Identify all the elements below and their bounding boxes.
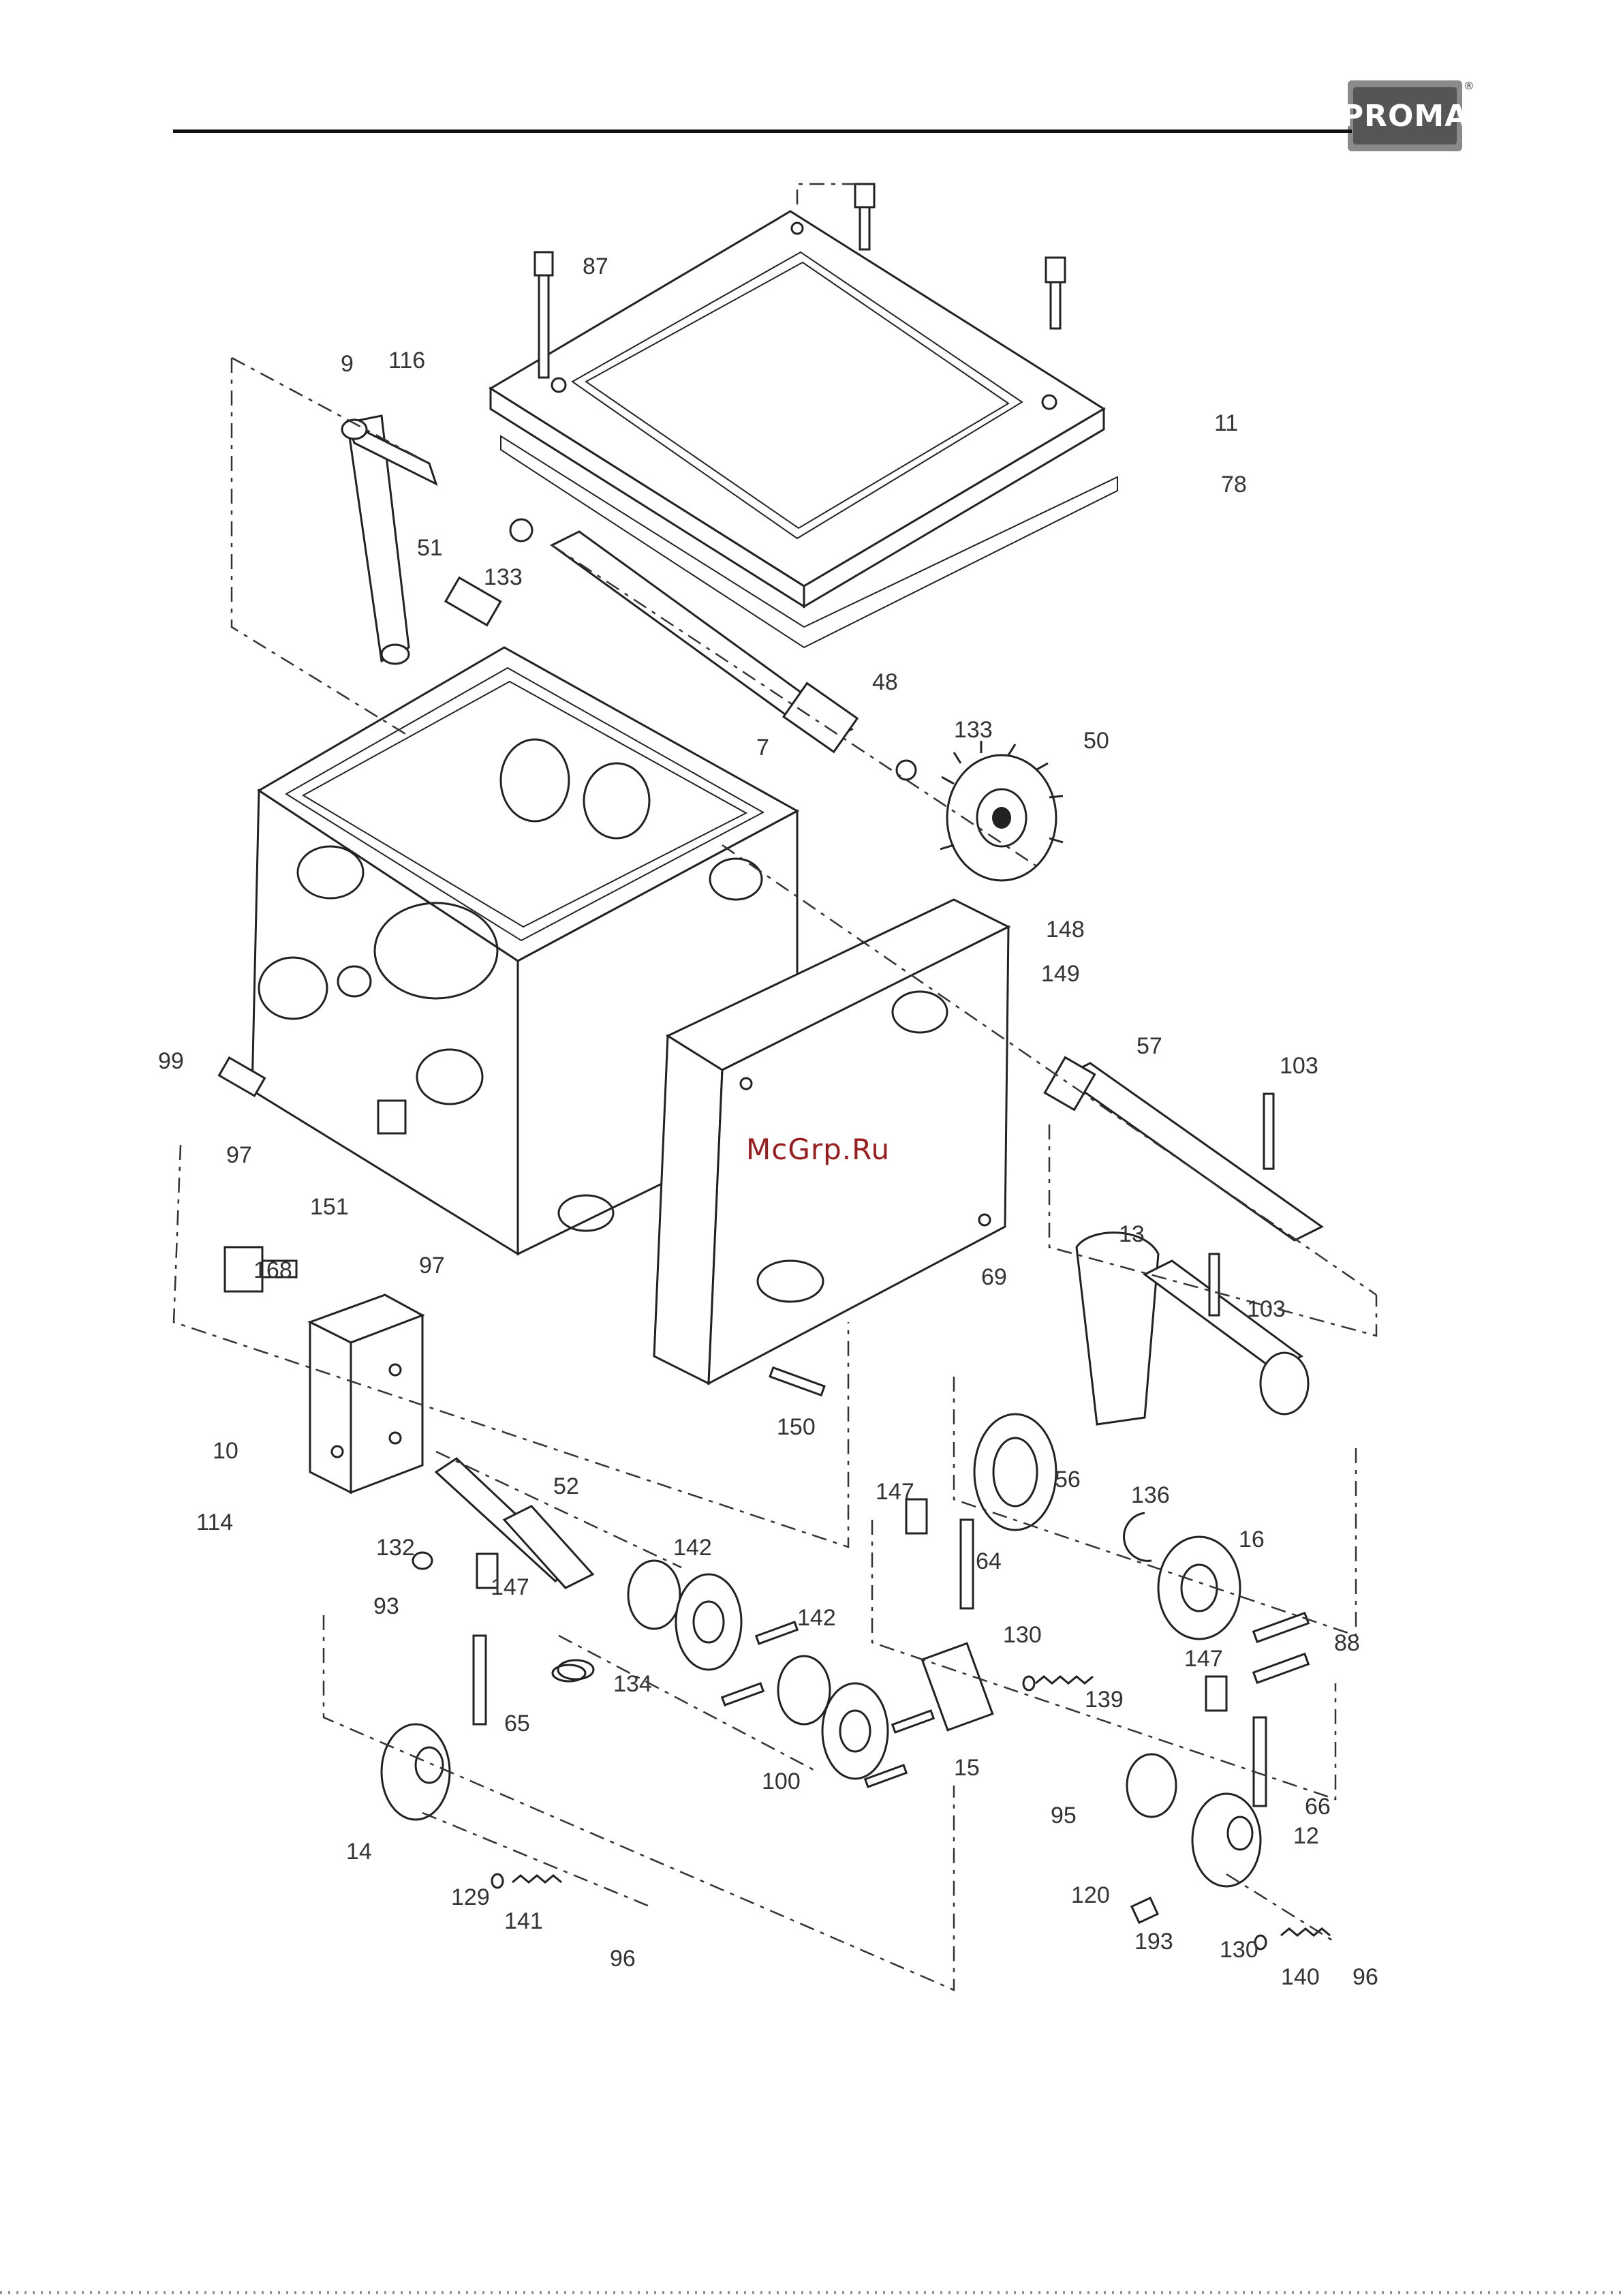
gear-part bbox=[940, 741, 1063, 881]
part-label: 11 bbox=[1214, 410, 1238, 436]
part-label: 96 bbox=[1352, 1964, 1378, 1990]
part-label: 130 bbox=[1220, 1937, 1258, 1963]
clutch-parts bbox=[558, 1561, 888, 1779]
part-label: 10 bbox=[213, 1438, 238, 1464]
part-label: 50 bbox=[1083, 728, 1109, 754]
part-label: 51 bbox=[417, 535, 443, 561]
part-label: 147 bbox=[491, 1574, 529, 1600]
part-label: 57 bbox=[1137, 1033, 1162, 1059]
part-label: 150 bbox=[777, 1414, 816, 1440]
part-label: 116 bbox=[388, 348, 425, 373]
part-label: 14 bbox=[346, 1839, 372, 1865]
part-label: 103 bbox=[1247, 1296, 1286, 1322]
part-label: 134 bbox=[613, 1671, 652, 1697]
part-label: 65 bbox=[504, 1711, 530, 1736]
part-label: 97 bbox=[226, 1142, 252, 1168]
block-part bbox=[310, 1295, 422, 1493]
part-label: 97 bbox=[419, 1253, 445, 1279]
part-label: 141 bbox=[504, 1908, 543, 1934]
part-label: 7 bbox=[756, 735, 769, 761]
part-label: 147 bbox=[1184, 1646, 1223, 1672]
part-label: 52 bbox=[553, 1473, 579, 1499]
part-label: 133 bbox=[954, 717, 993, 743]
part-label: 168 bbox=[253, 1257, 292, 1283]
watermark-text: McGrp.Ru bbox=[746, 1133, 890, 1166]
part-label: 103 bbox=[1280, 1053, 1318, 1079]
part-label: 69 bbox=[981, 1264, 1007, 1290]
selector-fork-part bbox=[1077, 1233, 1308, 1424]
part-label: 136 bbox=[1131, 1482, 1170, 1508]
part-label: 114 bbox=[196, 1510, 233, 1535]
part-label: 99 bbox=[158, 1048, 184, 1074]
part-label: 130 bbox=[1003, 1622, 1042, 1648]
part-label: 142 bbox=[673, 1535, 712, 1561]
part-label: 129 bbox=[451, 1884, 490, 1910]
part-label: 78 bbox=[1221, 472, 1247, 498]
selector-shaft-part bbox=[1045, 1058, 1322, 1240]
part-label: 64 bbox=[976, 1548, 1002, 1574]
part-label: 151 bbox=[310, 1194, 349, 1220]
part-label: 120 bbox=[1071, 1882, 1110, 1908]
part-label: 15 bbox=[954, 1755, 980, 1781]
part-label: 66 bbox=[1305, 1794, 1331, 1820]
bottom-edge-dots bbox=[0, 2291, 1623, 2294]
part-label: 87 bbox=[583, 254, 608, 279]
part-label: 149 bbox=[1041, 961, 1080, 987]
part-label: 88 bbox=[1334, 1630, 1360, 1656]
part-label: 93 bbox=[373, 1593, 399, 1619]
part-label: 133 bbox=[484, 564, 523, 590]
part-label: 100 bbox=[762, 1769, 801, 1794]
part-label: 147 bbox=[876, 1479, 914, 1505]
part-label: 132 bbox=[376, 1535, 415, 1561]
part-label: 9 bbox=[341, 351, 354, 377]
part-label: 139 bbox=[1085, 1687, 1124, 1713]
part-label: 95 bbox=[1051, 1803, 1077, 1828]
part-label: 148 bbox=[1046, 917, 1085, 943]
part-label: 12 bbox=[1293, 1823, 1319, 1849]
part-label: 96 bbox=[610, 1946, 636, 1972]
part-label: 13 bbox=[1119, 1221, 1145, 1247]
part-label: 56 bbox=[1055, 1467, 1081, 1493]
knob-parts bbox=[382, 1724, 1261, 1886]
part-label: 142 bbox=[797, 1605, 836, 1631]
part-label: 48 bbox=[872, 669, 898, 695]
part-label: 16 bbox=[1239, 1527, 1265, 1552]
part-label: 140 bbox=[1281, 1964, 1320, 1990]
part-label: 193 bbox=[1134, 1929, 1173, 1955]
